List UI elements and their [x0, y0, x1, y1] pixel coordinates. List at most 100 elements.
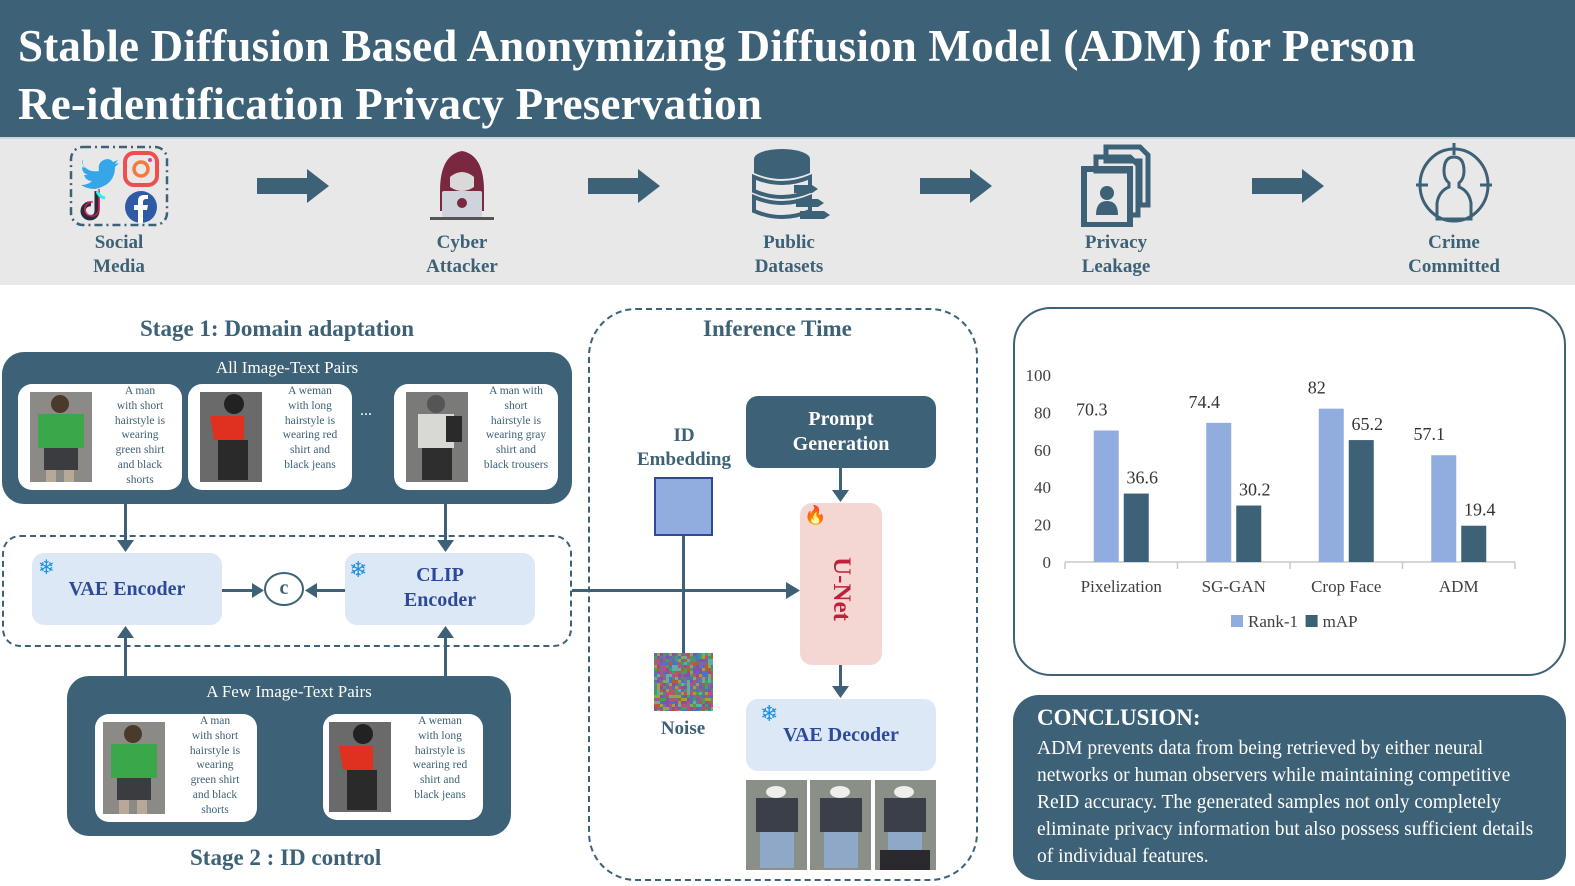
title-line-2: Re-identification Privacy Preservation [18, 79, 763, 129]
person-image-green [103, 722, 165, 814]
data-label: 19.4 [1464, 500, 1496, 520]
caption-line: hairstyle is [490, 414, 542, 427]
generated-sample-image [810, 780, 871, 870]
caption-line: shirt and [290, 444, 330, 457]
y-tick-label: 0 [1043, 553, 1052, 572]
id-embedding-label-2: Embedding [637, 449, 731, 470]
step-label-line1: Cyber [436, 232, 488, 253]
caption-line: A man with [489, 385, 543, 397]
tiktok-icon [80, 189, 106, 221]
generated-sample-image [746, 780, 807, 870]
caption-line: and black [117, 458, 163, 471]
image-text-pair: A weman with long hairstyle is wearing r… [323, 714, 483, 820]
caption-line: and black [192, 788, 238, 801]
few-pairs-caption: A Few Image-Text Pairs [206, 682, 372, 701]
arrow-right-icon [920, 169, 992, 203]
caption-line: shirt and [496, 444, 536, 457]
snowflake-frozen-icon: ❄ [349, 557, 368, 582]
arrow-down-icon [832, 490, 849, 502]
title-line-1: Stable Diffusion Based Anonymizing Diffu… [18, 21, 1416, 71]
image-text-pair: A man with short hairstyle is wearing gr… [394, 384, 558, 490]
unet-block: 🔥 U-Net [800, 503, 882, 665]
step-label-line2: Committed [1408, 256, 1500, 277]
arrow-right-icon [257, 169, 329, 203]
connector-line [124, 636, 127, 676]
image-text-pair: A man with short hairstyle is wearing gr… [18, 384, 182, 490]
connector-line [222, 589, 256, 592]
y-tick-label: 100 [1026, 366, 1052, 385]
stage2-title: Stage 2 : ID control [190, 845, 382, 870]
arrow-up-icon [437, 626, 454, 638]
caption-line: wearing red [412, 759, 468, 772]
caption-line: with long [288, 399, 332, 412]
data-label: 82 [1308, 378, 1326, 398]
caption-line: hairstyle is [114, 414, 166, 427]
caption-line: shorts [201, 803, 229, 816]
step-label-line1: Privacy [1084, 232, 1148, 253]
bar-chart: 020406080100Pixelization70.336.6SG-GAN74… [1026, 366, 1516, 631]
target-person-icon [1412, 143, 1496, 232]
y-tick-label: 40 [1034, 478, 1051, 497]
caption-line: shorts [126, 473, 154, 486]
arrow-left-icon [305, 583, 317, 598]
data-label: 30.2 [1239, 480, 1271, 500]
x-tick-label: ADM [1439, 577, 1479, 596]
caption-line: hairstyle is [414, 744, 466, 757]
bar-rank-1 [1206, 422, 1232, 562]
caption-line: green shirt [115, 444, 165, 457]
y-tick-label: 60 [1034, 441, 1051, 460]
caption-line: wearing red [282, 429, 338, 442]
prompt-label-1: Prompt [808, 408, 874, 430]
step-label-line2: Media [93, 256, 145, 277]
data-label: 57.1 [1414, 424, 1446, 444]
hacker-icon [422, 147, 502, 230]
connector-line [839, 468, 842, 494]
caption-line: hairstyle is [284, 414, 336, 427]
id-embedding-vector [654, 477, 713, 536]
arrow-right-icon [1252, 169, 1324, 203]
bar-rank-1 [1431, 455, 1457, 562]
inference-region [588, 308, 978, 881]
caption-line: A man [199, 715, 231, 727]
step-label-line1: Social [94, 232, 144, 253]
y-tick-label: 20 [1034, 516, 1051, 535]
caption-line: hairstyle is [189, 744, 241, 757]
instagram-icon [123, 151, 159, 187]
database-icon [744, 145, 834, 230]
x-tick-label: Crop Face [1311, 577, 1381, 596]
bar-rank-1 [1093, 430, 1119, 562]
conclusion-box: CONCLUSION: ADM prevents data from being… [1013, 695, 1566, 880]
bar-map [1348, 440, 1374, 562]
caption-line: black jeans [414, 788, 466, 801]
step-label-line1: Public [763, 232, 815, 253]
all-image-text-pairs-box: All Image-Text Pairs A man with short ha… [2, 352, 572, 504]
bar-map [1123, 493, 1149, 562]
person-image-green [30, 392, 92, 482]
stage1-title: Stage 1: Domain adaptation [140, 316, 415, 341]
caption-line: A weman [418, 715, 462, 727]
few-image-text-pairs-box: A Few Image-Text Pairs A man with short … [67, 676, 511, 836]
step-label-line2: Datasets [754, 256, 824, 277]
connector-line [444, 504, 447, 544]
data-label: 70.3 [1076, 400, 1108, 420]
vae-encoder-block: ❄ VAE Encoder [32, 553, 222, 625]
bar-map [1461, 525, 1487, 562]
person-image-red [329, 722, 391, 812]
person-image-red [200, 392, 262, 482]
connector-line [315, 589, 345, 592]
fire-trainable-icon: 🔥 [804, 505, 827, 525]
id-documents-icon [1076, 143, 1156, 232]
data-label: 65.2 [1352, 414, 1384, 434]
caption-line: black jeans [284, 458, 336, 471]
ellipsis: ... [360, 402, 372, 419]
clip-encoder-label-2: Encoder [403, 589, 477, 611]
legend-swatch [1305, 615, 1318, 627]
all-pairs-caption: All Image-Text Pairs [215, 358, 359, 377]
encoder-group [2, 535, 572, 647]
arrow-down-icon [117, 540, 134, 552]
conclusion-heading: CONCLUSION: [1037, 705, 1201, 730]
caption-line: A man [124, 385, 156, 397]
bar-map [1236, 505, 1262, 562]
